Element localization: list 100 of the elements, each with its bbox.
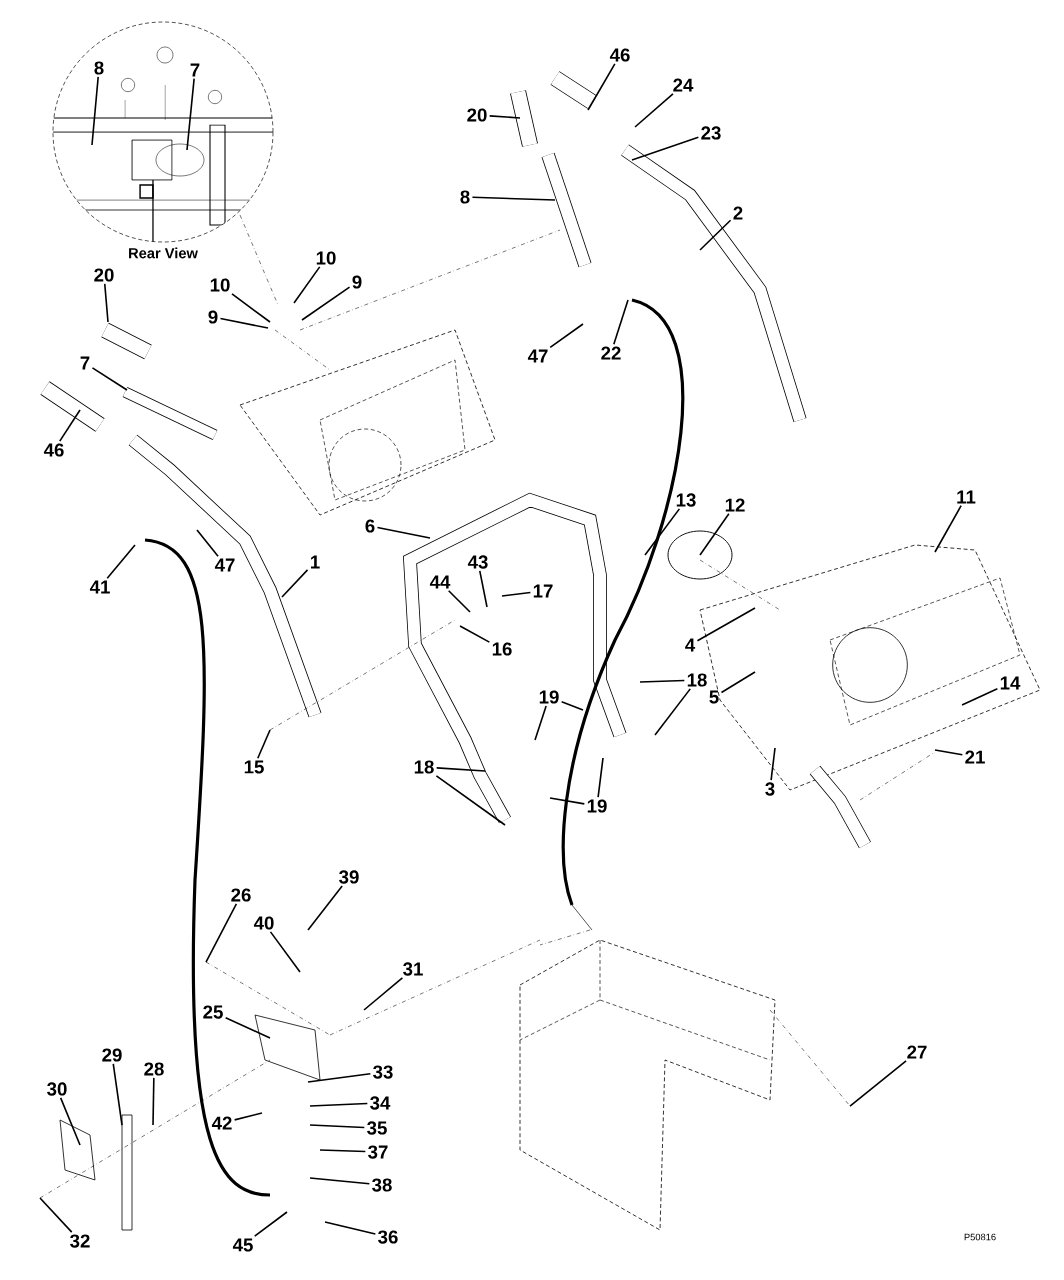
leader-line	[309, 1124, 366, 1129]
leader-line	[644, 508, 681, 556]
leader-line	[435, 767, 486, 772]
callout-number: 3	[765, 782, 775, 796]
callout-number: 8	[94, 61, 104, 75]
leader-line	[459, 625, 491, 643]
callout-number: 47	[527, 349, 548, 363]
callout-number: 31	[403, 962, 423, 976]
leader-line	[324, 1221, 377, 1235]
leader-line	[152, 1077, 155, 1126]
callout-number: 30	[47, 1082, 67, 1096]
leader-line	[849, 1060, 907, 1107]
callout-number: 20	[467, 108, 487, 122]
leader-line	[639, 679, 686, 683]
callout-number: 5	[709, 690, 719, 704]
callout-number: 44	[429, 575, 451, 589]
callout-number: 10	[316, 251, 336, 265]
callout-number: 1	[311, 555, 320, 569]
callout-number: 32	[70, 1234, 90, 1248]
leader-line	[281, 569, 309, 598]
leader-line	[549, 797, 586, 805]
callout-number: 45	[232, 1238, 253, 1252]
callout-number: 10	[210, 278, 230, 292]
leader-line	[319, 1149, 367, 1153]
callout-number: 12	[725, 498, 745, 512]
leader-line	[597, 757, 604, 798]
leader-line	[549, 323, 584, 349]
leader-line	[307, 885, 343, 931]
leader-line	[534, 705, 547, 741]
leader-line	[478, 570, 488, 608]
leader-line	[205, 903, 238, 963]
leader-line	[186, 77, 195, 151]
callout-number: 9	[352, 275, 362, 289]
leader-line	[231, 293, 271, 323]
leader-line	[39, 1197, 73, 1233]
callout-number: 25	[203, 1005, 223, 1019]
leader-line	[293, 266, 321, 304]
leader-line	[934, 749, 964, 756]
leader-line	[59, 1097, 81, 1146]
callout-number: 13	[676, 493, 696, 507]
callout-number: 7	[190, 63, 200, 77]
leader-line	[301, 286, 351, 321]
callout-number: 46	[43, 443, 64, 457]
callout-number: 24	[673, 78, 694, 92]
leader-line	[233, 1112, 263, 1121]
callout-number: 34	[370, 1096, 391, 1110]
leader-line	[488, 115, 521, 119]
leader-line	[309, 1177, 371, 1185]
callout-number: 42	[211, 1116, 232, 1130]
drawing-number: P50816	[964, 1233, 996, 1241]
leader-line	[699, 219, 732, 251]
callout-number: 47	[214, 558, 235, 572]
callout-number: 18	[687, 673, 707, 687]
callout-number: 14	[1000, 676, 1021, 690]
leader-line	[560, 701, 584, 711]
leader-line	[587, 63, 616, 111]
leader-line	[103, 283, 109, 323]
callout-number: 29	[102, 1048, 122, 1062]
callout-number: 28	[144, 1062, 164, 1076]
callout-number: 38	[372, 1178, 392, 1192]
callout-number: 11	[957, 490, 976, 504]
leader-line	[447, 589, 471, 613]
leader-line	[309, 1102, 369, 1107]
leader-line	[471, 196, 556, 201]
callout-number: 36	[378, 1230, 398, 1244]
leader-line	[501, 591, 532, 597]
view-label: Rear View	[129, 247, 198, 259]
callout-number: 46	[609, 48, 630, 62]
leader-line	[253, 1211, 288, 1238]
leader-line	[58, 409, 81, 442]
leader-line	[634, 93, 674, 128]
leader-line	[435, 775, 506, 826]
leader-line	[257, 729, 271, 760]
callout-number: 39	[339, 870, 359, 884]
callout-number: 37	[368, 1145, 388, 1159]
callout-number: 20	[94, 268, 114, 282]
callout-number: 41	[89, 580, 110, 594]
leader-line	[376, 526, 431, 539]
callout-number: 8	[460, 190, 470, 204]
callout-number: 4	[685, 638, 696, 652]
callout-number: 23	[701, 126, 721, 140]
callout-number: 27	[907, 1045, 927, 1059]
callout-number: 21	[965, 750, 985, 764]
leader-line	[720, 671, 756, 694]
leader-line	[654, 688, 692, 736]
callout-number: 18	[414, 760, 434, 774]
callout-number: 6	[365, 519, 375, 533]
callout-number: 35	[367, 1121, 387, 1135]
callout-number: 19	[587, 799, 607, 813]
leader-line	[112, 1063, 123, 1126]
callout-number: 15	[244, 760, 264, 774]
callout-number: 19	[539, 690, 559, 704]
callout-number: 2	[733, 206, 743, 220]
leader-line	[631, 136, 700, 161]
leader-line	[196, 529, 219, 558]
leader-line	[934, 504, 962, 553]
callout-number: 16	[492, 642, 512, 656]
leader-line	[91, 367, 128, 391]
leader-line	[770, 747, 776, 781]
callout-number: 26	[231, 888, 251, 902]
